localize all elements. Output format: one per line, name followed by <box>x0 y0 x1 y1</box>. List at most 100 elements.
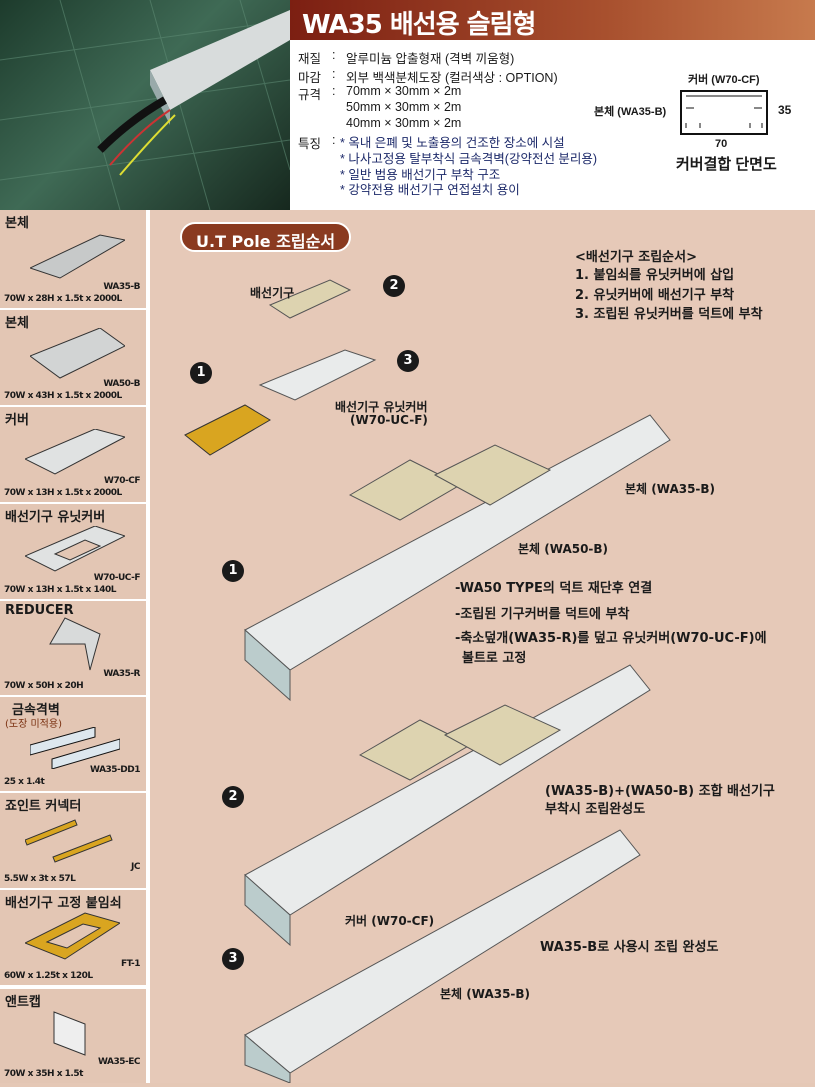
feature-item: * 강약전용 배선기구 연접설치 용이 <box>340 183 520 197</box>
part-code: JC <box>131 862 140 872</box>
part-code: W70-UC-F <box>93 573 141 583</box>
part-code: WA35-DD1 <box>90 765 140 775</box>
body-label: 본체 (WA35-B) <box>594 106 667 118</box>
cover-image <box>25 429 125 475</box>
part-title: 본체 <box>5 316 29 331</box>
part-spec: 70W x 13H x 1.5t x 2000L <box>4 488 122 498</box>
duct-body-image <box>30 234 125 279</box>
part-code: WA50-B <box>103 379 140 389</box>
part-code: FT-1 <box>121 959 140 969</box>
part-title: 앤트캡 <box>5 995 41 1010</box>
part-title: 배선기구 유닛커버 <box>5 510 106 525</box>
step-badge-2: 2 <box>222 786 244 808</box>
step2-note: 부착시 조립완성도 <box>545 802 646 817</box>
step-badge-2: 2 <box>383 275 405 297</box>
part-spec: 70W x 35H x 1.5t <box>4 1069 83 1079</box>
body-wa50-label: 본체 (WA50-B) <box>518 542 609 556</box>
part-card: 앤트캡 70W x 35H x 1.5t WA35-EC <box>0 989 146 1083</box>
order-step: 1. 붙임쇠를 유닛커버에 삽입 <box>575 268 735 283</box>
order-step: 2. 유닛커버에 배선기구 부착 <box>575 288 735 303</box>
body-wa35-label: 본체 (WA35-B) <box>625 482 716 496</box>
joint-connector-image <box>25 819 113 863</box>
duct-side <box>244 873 291 947</box>
product-photo <box>0 0 290 210</box>
cover-label: 커버 (W70-CF) <box>345 914 435 928</box>
step-badge-3: 3 <box>397 350 419 372</box>
wiring-device <box>348 459 462 521</box>
part-title: 커버 <box>5 413 29 428</box>
part-card: 죠인트 커넥터 5.5W x 3t x 57L JC <box>0 793 146 888</box>
feature-item: * 일반 범용 배선기구 부착 구조 <box>340 168 501 182</box>
part-card: 커버 70W x 13H x 1.5t x 2000L W70-CF <box>0 407 146 502</box>
feature-label: 특징 <box>298 137 322 151</box>
separator: : <box>332 133 336 147</box>
step-badge-3: 3 <box>222 948 244 970</box>
duct-body-image <box>30 328 125 379</box>
unit-cover-image <box>25 526 125 572</box>
step1-note: -조립된 기구커버를 덕트에 부착 <box>455 607 630 622</box>
part-code: W70-CF <box>104 476 140 486</box>
part-spec: 60W x 1.25t x 120L <box>4 971 93 981</box>
step-badge-1: 1 <box>222 560 244 582</box>
step1-note: -축소덮개(WA35-R)를 덮고 유닛커버(W70-UC-F)에 <box>455 631 767 646</box>
order-title: <배선기구 조립순서> <box>575 250 697 265</box>
part-card: 배선기구 고정 붙임쇠 60W x 1.25t x 120L FT-1 <box>0 890 146 985</box>
duct-side <box>244 628 291 702</box>
feature-item: * 옥내 은폐 및 노출용의 건조한 장소에 시설 <box>340 136 565 150</box>
size-value: 70mm × 30mm × 2m <box>346 84 462 98</box>
part-title: 배선기구 고정 붙임쇠 <box>5 896 122 911</box>
part-code: WA35-EC <box>97 1057 141 1067</box>
reducer-image <box>49 617 101 671</box>
assembly-area <box>150 210 815 1084</box>
feature-item: * 나사고정용 탈부착식 금속격벽(강약전선 분리용) <box>340 152 598 166</box>
material-value: 알루미늄 압출형재 (격벽 끼움형) <box>346 52 515 66</box>
step2-note: (WA35-B)+(WA50-B) 조합 배선기구 <box>545 784 775 799</box>
assembly-illustration <box>184 279 671 1084</box>
unit-cover-label: 배선기구 유닛커버 <box>335 400 428 414</box>
fixing-bracket-part <box>184 404 271 456</box>
partition-image <box>30 727 120 769</box>
part-spec: 70W x 28H x 1.5t x 2000L <box>4 294 122 304</box>
height-dimension: 35 <box>778 103 792 117</box>
section-caption: 커버결합 단면도 <box>676 156 777 173</box>
part-spec: 70W x 50H x 20H <box>4 681 84 691</box>
page-title: WA35 배선용 슬림형 <box>290 0 815 40</box>
wiring-device <box>433 444 552 506</box>
order-step: 3. 조립된 유닛커버를 덕트에 부착 <box>575 307 763 322</box>
cross-section-diagram <box>680 90 768 135</box>
part-card: REDUCER 70W x 50H x 20H WA35-R <box>0 601 146 695</box>
size-value: 50mm × 30mm × 2m <box>346 100 462 114</box>
step1-note: 볼트로 고정 <box>462 651 527 666</box>
part-title: 죠인트 커넥터 <box>5 799 82 814</box>
finish-label: 마감 <box>298 71 322 85</box>
unit-cover-part <box>258 349 377 401</box>
part-spec: 5.5W x 3t x 57L <box>4 874 76 884</box>
part-code: WA35-B <box>103 282 140 292</box>
part-spec: 70W x 13H x 1.5t x 140L <box>4 585 117 595</box>
part-code: WA35-R <box>103 669 140 679</box>
separator: : <box>332 84 336 98</box>
wiring-device <box>443 704 562 766</box>
separator: : <box>332 67 336 81</box>
part-title: 본체 <box>5 216 29 231</box>
part-title: 금속격벽 <box>12 703 60 718</box>
size-value: 40mm × 30mm × 2m <box>346 116 462 130</box>
part-card: 배선기구 유닛커버 70W x 13H x 1.5t x 140L W70-UC-F <box>0 504 146 599</box>
size-label: 규격 <box>298 88 322 102</box>
separator: : <box>332 48 336 62</box>
unit-cover-code: (W70-UC-F) <box>350 413 428 427</box>
part-subtitle: (도장 미적용) <box>5 719 62 730</box>
part-card: 금속격벽(도장 미적용) 25 x 1.4t WA35-DD1 <box>0 697 146 791</box>
part-spec: 25 x 1.4t <box>4 777 45 787</box>
part-title: REDUCER <box>5 603 74 618</box>
fixing-bracket-image <box>25 912 120 960</box>
wiring-device <box>268 279 352 319</box>
assembly-title: U.T Pole 조립순서 <box>180 222 352 252</box>
part-card: 본체 70W x 28H x 1.5t x 2000L WA35-B <box>0 210 146 308</box>
device-label: 배선기구 <box>250 286 295 300</box>
width-dimension: 70 <box>715 138 728 150</box>
spec-panel: 재질 : 알루미늄 압출형재 (격벽 끼움형) 마감 : 외부 백색분체도장 (… <box>290 40 815 210</box>
duct-photo-illustration <box>0 0 290 210</box>
